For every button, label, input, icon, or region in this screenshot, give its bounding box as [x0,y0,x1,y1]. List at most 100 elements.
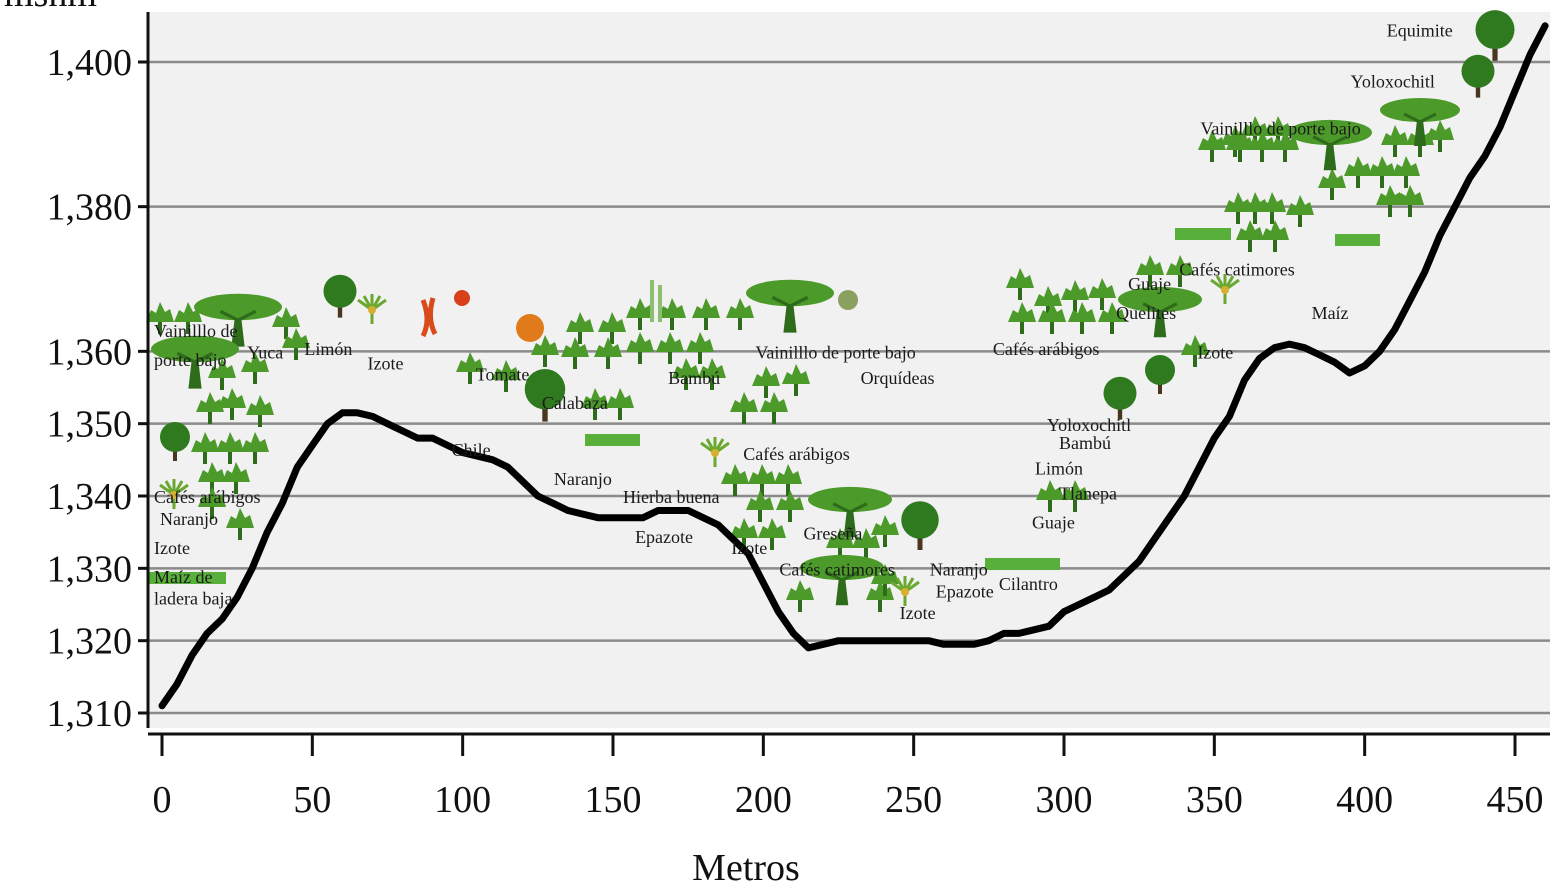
acacia-tree-icon [808,486,892,538]
tree-icon [1226,130,1254,162]
tree-icon [746,490,774,522]
tree-icon [786,580,814,612]
tree-icon [241,432,269,464]
tree-icon [174,302,202,334]
tree-icon [692,298,720,330]
tree-icon [146,302,174,334]
tree-icon [456,352,484,384]
tree-icon [1068,302,1096,334]
tree-icon [241,352,269,384]
plant-label: Tlanepa [1059,484,1117,504]
tree-icon [774,464,802,496]
tree-icon [1426,120,1454,152]
tree-icon [626,298,654,330]
plant-label: Tomate [476,364,530,384]
y-tick-label: 1,330 [47,548,133,590]
grass-icon [1335,234,1380,246]
x-tick-label: 100 [434,779,491,821]
tree-icon [1392,156,1420,188]
calabaza-icon [516,314,544,342]
tree-icon [698,358,726,390]
grass-icon [1175,228,1231,240]
tree-icon [1181,335,1209,367]
tree-icon [226,508,254,540]
tree-icon [1061,280,1089,312]
plant-label: Vainilllo de [154,321,238,341]
plant-label: porte bajo [154,350,226,370]
acacia-tree-icon [800,554,884,606]
tree-icon [1261,220,1289,252]
plant-label: Naranjo [930,560,988,580]
tree-icon [776,490,804,522]
tree-icon [1061,480,1089,512]
plant-label: Vainilllo de porte bajo [755,343,915,363]
acacia-tree-icon [746,279,834,333]
acacia-tree-icon [151,335,239,389]
plant-label: Epazote [635,527,693,547]
tree-icon [658,298,686,330]
acacia-tree-icon [1118,286,1202,338]
plant-label: Yoloxochitl [1351,71,1435,91]
tree-icon [730,518,758,550]
tomate-icon [454,290,470,306]
tree-icon [566,312,594,344]
tree-icon [871,564,899,596]
tree-icon [1248,130,1276,162]
tree-icon [1098,302,1126,334]
plant-label: Maíz de [154,567,212,587]
tree-icon [208,358,236,390]
tree-icon [726,298,754,330]
plant-label: Epazote [936,581,994,601]
tree-icon [1006,268,1034,300]
tree-icon [760,392,788,424]
tree-icon [191,432,219,464]
round-tree-icon [323,274,357,318]
plant-label: Cafés arábigos [743,444,849,464]
grass-icon [148,572,226,584]
tree-icon [1008,302,1036,334]
tree-icon [1258,192,1286,224]
plant-label: Bambú [668,368,720,388]
x-tick-label: 450 [1487,779,1544,821]
y-tick-label: 1,310 [47,693,133,735]
chile-icon [420,297,438,338]
tree-icon [598,312,626,344]
tree-icon [1376,185,1404,217]
tree-icon [222,462,250,494]
bambu-icon [650,280,662,322]
tree-icon [626,332,654,364]
plant-label: Cafés arábigos [993,339,1099,359]
x-tick-label: 150 [585,779,642,821]
plant-label: Cilantro [999,574,1058,594]
acacia-tree-icon [1380,98,1460,146]
tree-icon [752,366,780,398]
tree-icon [606,388,634,420]
izote-icon [890,576,920,606]
round-tree-icon [1475,10,1515,61]
y-tick-label: 1,400 [47,42,133,84]
grass-icon [985,558,1060,570]
tree-icon [748,464,776,496]
plant-label: Quelites [1116,303,1176,323]
tree-icon [1286,195,1314,227]
plant-label: Cafés arábigos [154,487,260,507]
tree-icon [1198,130,1226,162]
tree-icon [1381,125,1409,157]
plant-label: Izote [900,603,936,623]
tree-icon [594,337,622,369]
tree-icon [871,515,899,547]
tree-icon [272,307,300,339]
plant-label: Naranjo [160,509,218,529]
plant-label: Vainilllo de porte bajo [1200,118,1360,138]
x-tick-label: 0 [153,779,172,821]
tree-icon [1344,156,1372,188]
tree-icon [1088,278,1116,310]
plant-label: Izote [154,538,190,558]
tree-icon [852,528,880,560]
plant-label: Maíz [1312,303,1349,323]
plant-label: Bambú [1059,433,1111,453]
grass-icon [585,434,640,446]
tree-icon [531,335,559,367]
x-tick-label: 200 [735,779,792,821]
